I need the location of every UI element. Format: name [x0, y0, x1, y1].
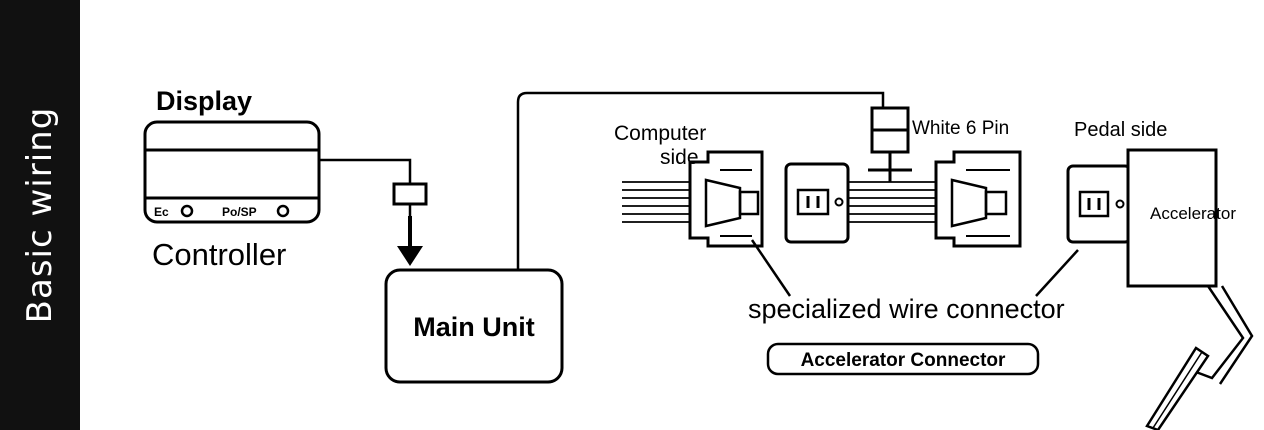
- accelerator-connector-label: Accelerator Connector: [801, 350, 1006, 371]
- accelerator-label: Accelerator: [1150, 204, 1236, 223]
- controller-box: [143, 120, 321, 224]
- accelerator-box: [1126, 148, 1218, 288]
- power-button-indicator: [276, 204, 290, 218]
- harness-wire-bundle: [848, 181, 936, 223]
- side-tab: Basic wiring: [0, 0, 80, 430]
- computer-side-connector: [688, 150, 764, 248]
- controller-cable: [319, 158, 412, 184]
- main-unit-label: Main Unit: [413, 312, 535, 342]
- white-6pin-label: White 6 Pin: [912, 118, 1009, 139]
- display-label: Display: [156, 86, 252, 116]
- main-harness-cable: [516, 91, 885, 270]
- computer-side-label-line2: side: [660, 146, 699, 169]
- pointer-line-left: [750, 239, 792, 297]
- specialized-wire-connector-label: specialized wire connector: [748, 294, 1065, 324]
- pedal-side-connector: [1066, 164, 1132, 244]
- accelerator-pedal: [1145, 285, 1254, 430]
- white-6pin-connector: [868, 106, 912, 182]
- main-unit-box: [384, 268, 564, 384]
- arrow-down-icon: [397, 216, 423, 266]
- pedal-side-label: Pedal side: [1074, 119, 1167, 141]
- pointer-line-right: [1035, 249, 1079, 297]
- eco-button-label: Ec: [154, 205, 169, 219]
- accelerator-connector-box: [766, 342, 1040, 376]
- computer-side-wires: [622, 181, 690, 223]
- controller-plug: [392, 182, 428, 206]
- computer-side-label-line1: Computer: [614, 122, 706, 145]
- controller-label: Controller: [152, 237, 286, 272]
- eco-button-indicator: [180, 204, 194, 218]
- harness-female-plug-right: [934, 150, 1022, 248]
- power-button-label: Po/SP: [222, 205, 257, 219]
- harness-male-plug-left: [784, 162, 850, 244]
